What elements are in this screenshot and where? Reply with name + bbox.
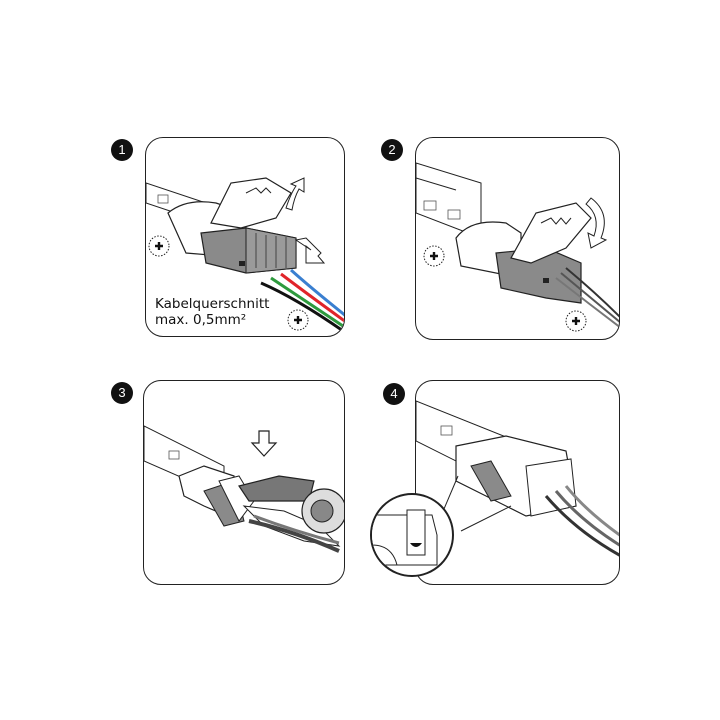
step-number-badge: 4 — [383, 383, 405, 405]
latch-detail-magnifier — [370, 493, 454, 577]
caption-line-2: max. 0,5mm² — [155, 312, 247, 328]
crimping-pliers-illustration — [144, 425, 344, 553]
connector-open-illustration — [146, 177, 344, 334]
connector-closing-illustration — [416, 162, 619, 332]
screw-plus-icon — [565, 310, 587, 332]
step-number-badge: 1 — [111, 139, 133, 161]
step-number-badge: 2 — [381, 139, 403, 161]
screw-plus-icon — [423, 245, 445, 267]
press-down-arrow-icon — [250, 430, 278, 457]
screw-plus-icon — [287, 309, 309, 331]
caption-line-1: Kabelquerschnitt — [155, 296, 270, 312]
step-2-panel — [415, 137, 620, 340]
connector-closed-illustration — [416, 400, 619, 557]
step-3-panel — [143, 380, 345, 585]
wire-gauge-caption: Kabelquerschnitt max. 0,5mm² — [155, 296, 269, 328]
step-1-panel: Kabelquerschnitt max. 0,5mm² — [145, 137, 345, 337]
step-number-badge: 3 — [111, 382, 133, 404]
screw-plus-icon — [148, 235, 170, 257]
